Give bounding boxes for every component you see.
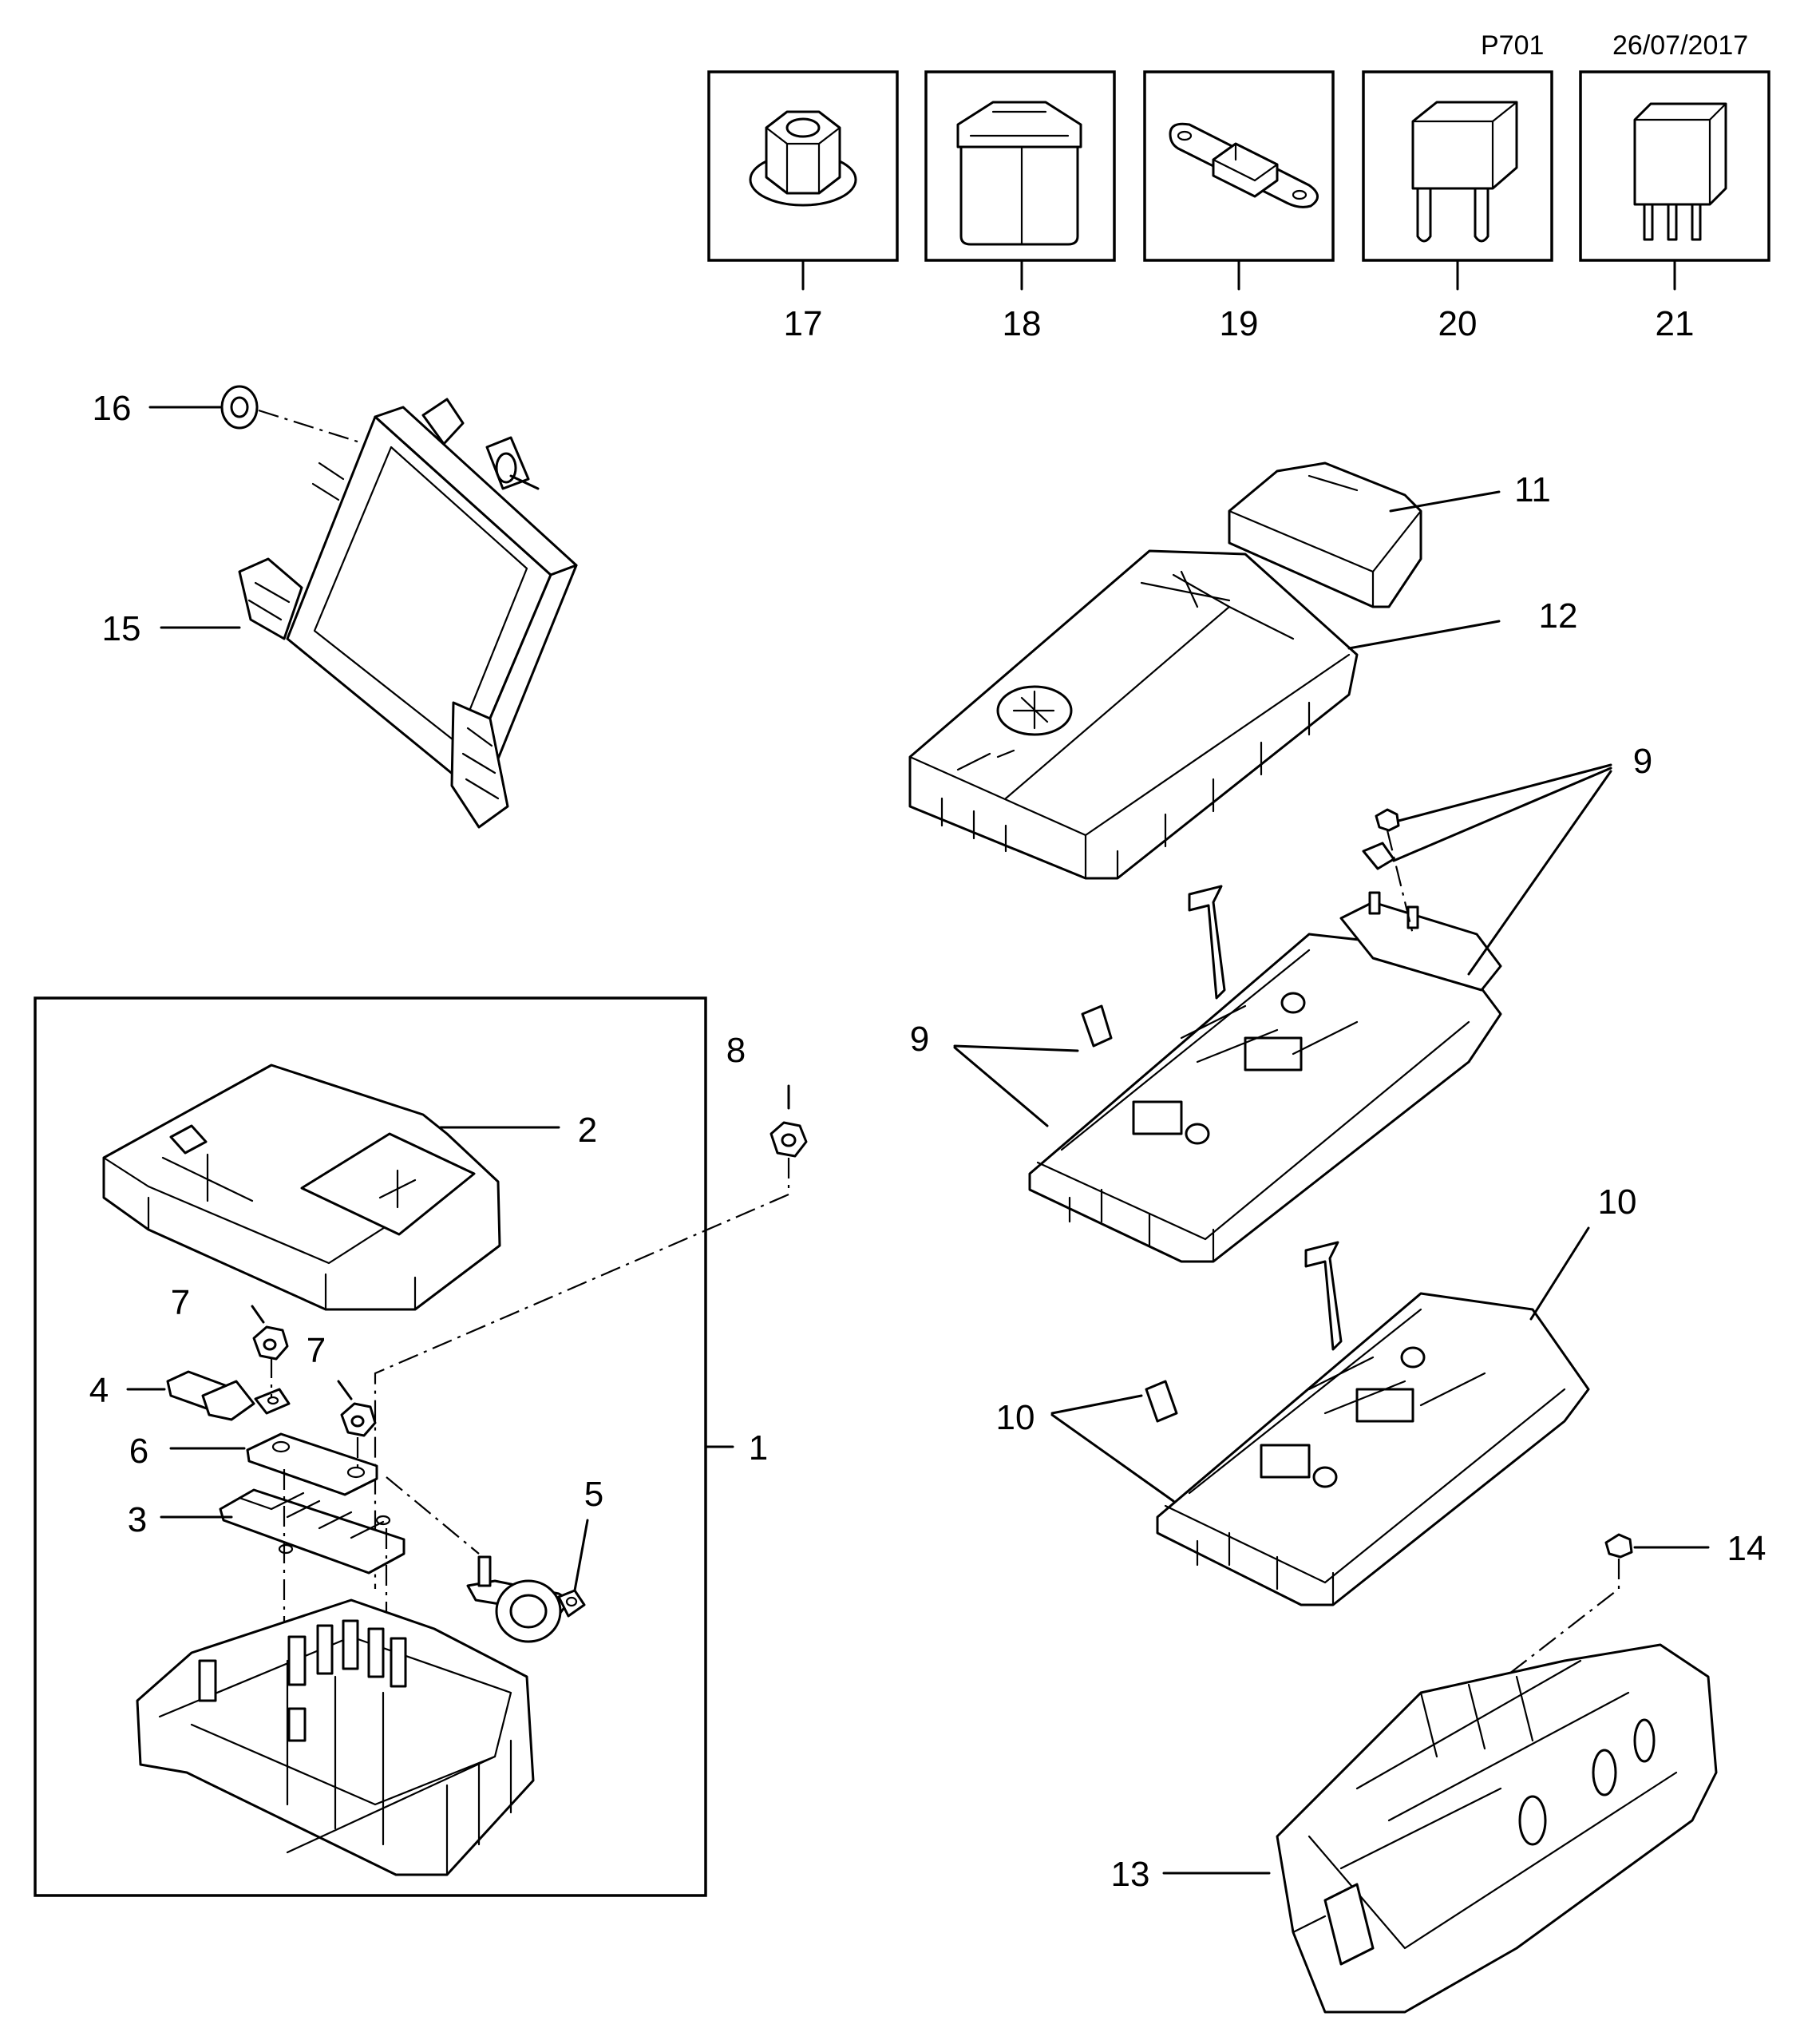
callout-10b: 10	[1598, 1182, 1637, 1222]
nut-8	[769, 1121, 808, 1158]
callout-18: 18	[1003, 304, 1042, 343]
part-box-19[interactable]: 19	[1143, 70, 1335, 343]
callout-3: 3	[128, 1500, 147, 1539]
part-box-17[interactable]: 17	[707, 70, 899, 343]
nut-7-left	[252, 1325, 289, 1361]
fusible-link-3	[219, 1488, 406, 1575]
callout-4: 4	[89, 1371, 109, 1410]
callout-7b: 7	[307, 1331, 326, 1370]
cap-11	[1228, 461, 1422, 608]
fuse-carrier-9	[1028, 885, 1502, 1263]
part-box-18[interactable]: 18	[924, 70, 1116, 343]
callout-1: 1	[749, 1428, 768, 1468]
micro-relay-icon	[1633, 102, 1727, 241]
callout-7a: 7	[171, 1283, 190, 1322]
nut-7-right	[340, 1402, 377, 1437]
part-box-20[interactable]: 20	[1362, 70, 1553, 343]
module-nut-16	[220, 385, 259, 430]
callout-8: 8	[726, 1031, 746, 1070]
clip-9-mid	[1362, 842, 1395, 870]
part-box-21[interactable]: 21	[1579, 70, 1770, 343]
bolt-in-strip-fuse-icon	[1169, 122, 1319, 208]
nut-14	[1604, 1533, 1633, 1559]
insulator-plate-6	[246, 1432, 378, 1496]
diagram-code: P701	[1481, 30, 1544, 61]
fuse-box-lower-housing-13	[1276, 1643, 1718, 2014]
callout-15: 15	[102, 609, 141, 648]
terminal-clamp-5	[466, 1555, 586, 1643]
callout-12: 12	[1539, 596, 1578, 636]
fuse-box-cover-12	[908, 549, 1359, 880]
bracket-4	[166, 1370, 291, 1421]
callout-16: 16	[93, 389, 132, 428]
callout-21: 21	[1656, 304, 1695, 343]
cartridge-fuse-icon	[956, 101, 1082, 246]
diagram-date: 26/07/2017	[1612, 30, 1748, 61]
callout-14: 14	[1727, 1529, 1766, 1568]
fuse-carrier-10	[1145, 1241, 1590, 1606]
callout-10a: 10	[996, 1398, 1035, 1437]
callout-11: 11	[1514, 470, 1551, 509]
fastener-9-top	[1375, 808, 1400, 832]
callout-6: 6	[129, 1432, 148, 1471]
callout-9b: 9	[910, 1020, 929, 1059]
control-module-15	[238, 398, 578, 829]
callout-9a: 9	[1633, 742, 1652, 781]
callout-19: 19	[1220, 304, 1259, 343]
control-module-assembly: 16 15	[93, 385, 578, 829]
mini-blade-fuse-icon	[1411, 101, 1518, 243]
flange-nut-icon	[749, 110, 857, 207]
callout-5: 5	[584, 1475, 603, 1514]
callout-2: 2	[578, 1111, 597, 1150]
callout-13: 13	[1111, 1855, 1150, 1894]
callout-17: 17	[784, 304, 823, 343]
battery-distribution-assembly: 1 2 8 7 7	[34, 996, 808, 1897]
terminal-cover-2	[102, 1064, 501, 1311]
terminal-base	[136, 1598, 535, 1876]
callout-20: 20	[1438, 304, 1478, 343]
